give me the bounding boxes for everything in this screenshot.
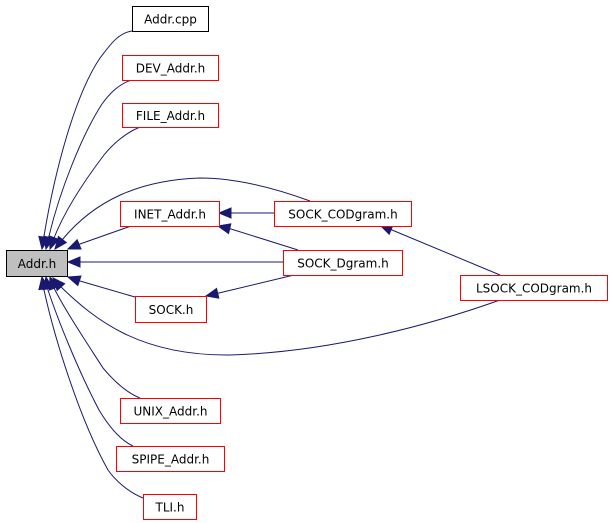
node-dev-addr-h[interactable]: DEV_Addr.h [122, 55, 219, 81]
node-label: SOCK_Dgram.h [297, 257, 389, 271]
edges-layer [38, 30, 501, 499]
node-addr-cpp[interactable]: Addr.cpp [132, 6, 209, 32]
edge-file_addr_h-to-addr_h [48, 126, 141, 251]
node-box[interactable] [132, 6, 209, 32]
node-sock-codgram-h[interactable]: SOCK_CODgram.h [274, 201, 412, 227]
node-label: TLI.h [155, 501, 185, 515]
edge-line [52, 277, 501, 356]
arrowhead-icon [66, 256, 81, 268]
arrowhead-icon [66, 275, 82, 287]
node-sock-dgram-h[interactable]: SOCK_Dgram.h [283, 250, 403, 276]
node-box[interactable] [283, 250, 403, 276]
node-label: LSOCK_CODgram.h [476, 282, 592, 296]
node-box[interactable] [120, 201, 220, 227]
node-box[interactable] [274, 201, 412, 227]
node-box[interactable] [116, 446, 225, 472]
node-label: Addr.h [18, 257, 56, 271]
edge-tli_h-to-addr_h [38, 275, 144, 499]
edge-sock_codgram_h-to-addr_h [54, 177, 311, 251]
edge-unix_addr_h-to-addr_h [48, 275, 141, 399]
node-tli-h[interactable]: TLI.h [143, 494, 197, 520]
node-label: SOCK.h [149, 303, 194, 317]
node-box[interactable] [143, 494, 197, 520]
node-label: SPIPE_Addr.h [132, 453, 210, 467]
node-label: Addr.cpp [144, 13, 197, 27]
edge-lsock_codgram_h-to-addr_h [52, 277, 501, 356]
node-label: SOCK_CODgram.h [288, 208, 397, 222]
node-lsock-codgram-h[interactable]: LSOCK_CODgram.h [460, 275, 608, 301]
edge-line [217, 225, 299, 251]
node-box[interactable] [120, 398, 221, 424]
arrowhead-icon [48, 235, 60, 251]
edge-sock_dgram_h-to-sock_h [204, 274, 295, 299]
edge-inet_addr_h-to-addr_h [66, 225, 132, 250]
edge-sock_h-to-addr_h [66, 275, 136, 298]
arrowhead-icon [217, 207, 232, 219]
node-label: INET_Addr.h [134, 208, 206, 222]
edge-dev_addr_h-to-addr_h [43, 79, 132, 251]
node-box[interactable] [460, 275, 608, 301]
node-addr-h: Addr.h [6, 250, 68, 277]
node-box [6, 250, 68, 277]
node-box[interactable] [122, 55, 219, 81]
edge-sock_codgram_h-to-inet_addr_h [217, 207, 274, 219]
arrowhead-icon [54, 235, 68, 251]
node-label: FILE_Addr.h [136, 109, 205, 123]
node-label: DEV_Addr.h [136, 62, 206, 76]
edge-line [41, 30, 133, 250]
arrowhead-icon [216, 223, 232, 235]
node-unix-addr-h[interactable]: UNIX_Addr.h [120, 398, 221, 424]
node-sock-h[interactable]: SOCK.h [135, 296, 207, 323]
edge-line [205, 274, 295, 297]
edge-line [45, 276, 134, 447]
edge-spipe_addr_h-to-addr_h [42, 275, 134, 447]
edge-line [45, 79, 132, 250]
arrowhead-icon [38, 275, 50, 291]
edge-line [49, 276, 141, 399]
node-inet-addr-h[interactable]: INET_Addr.h [120, 201, 220, 227]
node-spipe-addr-h[interactable]: SPIPE_Addr.h [116, 446, 225, 472]
node-box[interactable] [135, 296, 207, 323]
edge-sock_dgram_h-to-inet_addr_h [216, 223, 299, 251]
node-file-addr-h[interactable]: FILE_Addr.h [122, 103, 219, 128]
nodes-layer: Addr.h Addr.cppDEV_Addr.hFILE_Addr.hINET_… [6, 6, 608, 520]
node-box[interactable] [122, 103, 219, 128]
arrowhead-icon [204, 287, 220, 299]
edge-line [41, 276, 144, 499]
edge-line [54, 177, 311, 250]
edge-line [49, 126, 141, 250]
arrowhead-icon [66, 238, 82, 250]
node-label: UNIX_Addr.h [133, 405, 207, 419]
edge-sock_dgram_h-to-addr_h [66, 256, 283, 268]
